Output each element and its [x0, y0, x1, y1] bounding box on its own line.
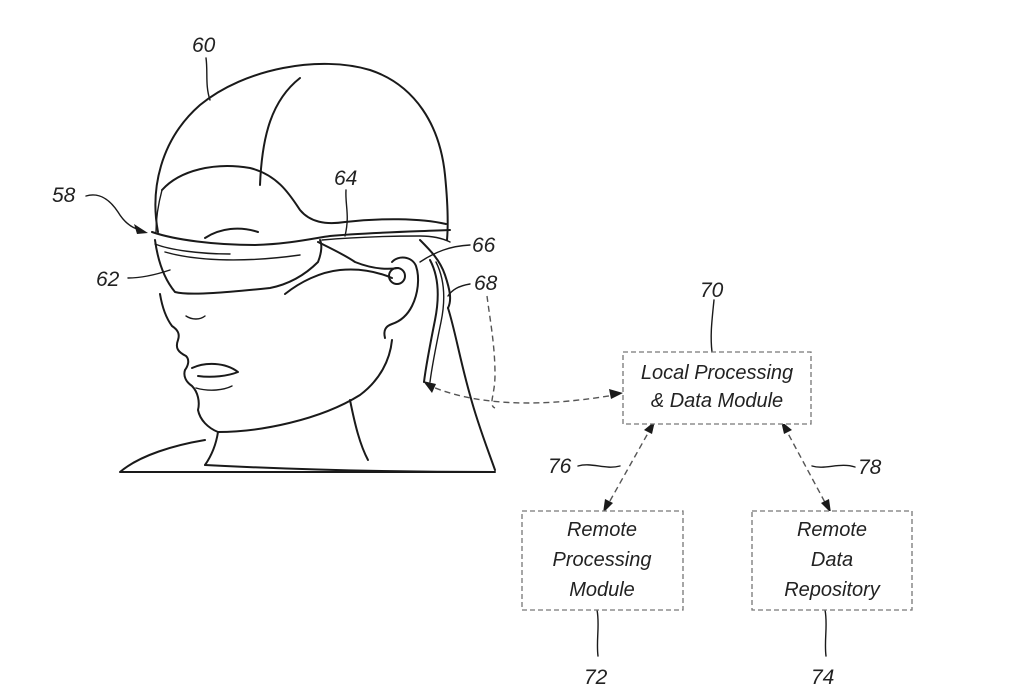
link-68-cable-dashed [487, 296, 495, 408]
ref-66: 66 [472, 234, 496, 257]
lips [196, 386, 232, 390]
remote-processing-line2: Processing [553, 549, 652, 571]
hair-outline [155, 64, 447, 240]
remote-data-line3: Repository [784, 579, 881, 601]
local-line1: Local Processing [641, 362, 793, 384]
remote-data-line2: Data [811, 549, 853, 571]
jaw [218, 340, 392, 432]
remote-processing-line1: Remote [567, 519, 637, 541]
ref-78: 78 [858, 456, 882, 479]
leader-76 [578, 465, 620, 467]
remote-processing-line3: Module [569, 579, 635, 601]
leader-78 [812, 465, 855, 467]
ref-68: 68 [474, 272, 498, 295]
eyewear [152, 230, 450, 308]
local-processing-module: Local Processing & Data Module [623, 352, 811, 424]
ref-64: 64 [334, 167, 357, 190]
ref-70: 70 [700, 279, 724, 302]
leader-68 [448, 284, 470, 296]
ref-72: 72 [584, 666, 608, 689]
link-head-to-local [426, 384, 620, 403]
ref-60: 60 [192, 34, 216, 57]
arrow-local-in [609, 389, 623, 399]
shoulders [120, 440, 495, 472]
neck-rear [448, 308, 495, 470]
eyebrow [205, 229, 258, 238]
glasses-temple-upper [322, 236, 450, 242]
leader-74 [825, 610, 826, 656]
ref-62: 62 [96, 268, 120, 291]
remote-data-line1: Remote [797, 519, 867, 541]
ref-58: 58 [52, 184, 76, 207]
glasses-temple [318, 242, 398, 269]
leader-64 [345, 190, 347, 236]
arrow-head-in [423, 381, 436, 393]
arrow-58 [134, 224, 148, 234]
mouth [192, 364, 238, 377]
leader-70 [711, 300, 714, 352]
remote-data-repository: Remote Data Repository [752, 511, 912, 610]
leader-60 [206, 58, 210, 100]
glasses-temple-lower [285, 269, 392, 294]
neck-back [350, 400, 368, 460]
ref-74: 74 [811, 666, 834, 689]
cable-68 [424, 260, 438, 382]
hair-part [260, 78, 300, 185]
remote-processing-module: Remote Processing Module [522, 511, 683, 610]
glasses-top-frame [152, 230, 450, 245]
leader-72 [597, 610, 598, 656]
speaker-66 [389, 268, 405, 284]
hair-fringe [162, 166, 446, 224]
local-line2: & Data Module [651, 390, 783, 412]
ref-76: 76 [548, 455, 572, 478]
neck-front [205, 432, 218, 465]
nostril [186, 316, 205, 319]
glasses-lens-inner [165, 252, 300, 260]
leader-58 [86, 195, 140, 230]
head-illustration [120, 64, 495, 472]
